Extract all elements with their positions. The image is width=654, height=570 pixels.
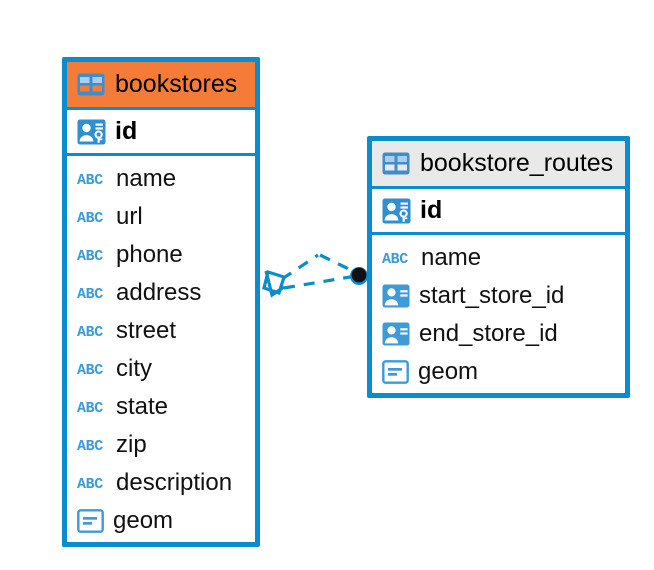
entity-table-bookstore-routes[interactable]: bookstore_routes id ABC name bbox=[367, 136, 630, 398]
relationship-line-upper-right bbox=[319, 253, 358, 275]
entity-header-bookstores[interactable]: bookstores bbox=[67, 62, 255, 110]
text-type-icon: ABC bbox=[77, 324, 104, 341]
table-icon bbox=[382, 152, 410, 175]
field-label: street bbox=[116, 317, 177, 344]
field-label: end_store_id bbox=[419, 320, 558, 347]
text-type-icon: ABC bbox=[77, 476, 104, 493]
field-row[interactable]: geom bbox=[67, 502, 255, 540]
entity-header-bookstore-routes[interactable]: bookstore_routes bbox=[372, 141, 625, 189]
text-type-icon: ABC bbox=[77, 400, 104, 417]
field-row[interactable]: ABC url bbox=[67, 198, 255, 236]
text-type-icon: ABC bbox=[77, 248, 104, 265]
field-row[interactable]: ABC name bbox=[372, 239, 625, 277]
field-label: zip bbox=[116, 431, 147, 458]
entity-name-label: bookstore_routes bbox=[420, 149, 614, 177]
field-row[interactable]: ABC name bbox=[67, 160, 255, 198]
filled-dot-marker bbox=[350, 267, 368, 285]
primary-key-row-bookstore-routes[interactable]: id bbox=[372, 189, 625, 235]
field-label: description bbox=[116, 469, 233, 496]
field-row[interactable]: ABC description bbox=[67, 464, 255, 502]
field-row[interactable]: ABC state bbox=[67, 388, 255, 426]
svg-text:ABC: ABC bbox=[77, 324, 103, 341]
foreign-key-icon bbox=[382, 322, 410, 346]
svg-text:ABC: ABC bbox=[77, 362, 103, 379]
foreign-key-icon bbox=[382, 284, 410, 308]
field-row[interactable]: ABC city bbox=[67, 350, 255, 388]
text-type-icon: ABC bbox=[382, 251, 409, 268]
primary-key-label: id bbox=[420, 196, 443, 224]
table-icon bbox=[77, 73, 105, 96]
field-row[interactable]: ABC address bbox=[67, 274, 255, 312]
primary-key-icon bbox=[77, 119, 106, 144]
relationship-line-lower bbox=[283, 274, 357, 290]
relationship-line-upper-left bbox=[281, 253, 319, 281]
svg-text:ABC: ABC bbox=[382, 251, 408, 268]
svg-text:ABC: ABC bbox=[77, 248, 103, 265]
svg-text:ABC: ABC bbox=[77, 286, 103, 303]
svg-text:ABC: ABC bbox=[77, 172, 103, 189]
relationship-line-group bbox=[281, 253, 358, 290]
field-label: state bbox=[116, 393, 169, 420]
text-type-icon: ABC bbox=[77, 210, 104, 227]
field-row[interactable]: start_store_id bbox=[372, 277, 625, 315]
field-label: phone bbox=[116, 241, 183, 268]
field-list-bookstore-routes: ABC name start_store_id bbox=[372, 235, 625, 393]
primary-key-row-bookstores[interactable]: id bbox=[67, 110, 255, 156]
text-type-icon: ABC bbox=[77, 438, 104, 455]
text-type-icon: ABC bbox=[77, 362, 104, 379]
primary-key-label: id bbox=[115, 117, 138, 145]
field-label: geom bbox=[418, 358, 479, 385]
entity-table-bookstores[interactable]: bookstores id ABC name bbox=[62, 57, 260, 547]
svg-text:ABC: ABC bbox=[77, 476, 103, 493]
field-list-bookstores: ABC name ABC url ABC phone ABC bbox=[67, 156, 255, 542]
field-row[interactable]: ABC phone bbox=[67, 236, 255, 274]
field-label: name bbox=[116, 165, 177, 192]
text-type-icon: ABC bbox=[77, 172, 104, 189]
geometry-type-icon bbox=[382, 360, 409, 384]
field-row[interactable]: end_store_id bbox=[372, 315, 625, 353]
svg-text:ABC: ABC bbox=[77, 210, 103, 227]
text-type-icon: ABC bbox=[77, 286, 104, 303]
entity-name-label: bookstores bbox=[115, 70, 238, 98]
field-label: city bbox=[116, 355, 152, 382]
field-label: url bbox=[116, 203, 143, 230]
field-label: name bbox=[421, 244, 482, 271]
field-row[interactable]: geom bbox=[372, 353, 625, 391]
field-row[interactable]: ABC zip bbox=[67, 426, 255, 464]
geometry-type-icon bbox=[77, 509, 104, 533]
field-label: geom bbox=[113, 507, 174, 534]
primary-key-icon bbox=[382, 198, 411, 223]
field-label: start_store_id bbox=[419, 282, 565, 309]
field-row[interactable]: ABC street bbox=[67, 312, 255, 350]
svg-text:ABC: ABC bbox=[77, 438, 103, 455]
field-label: address bbox=[116, 279, 202, 306]
crows-foot-marker bbox=[262, 269, 287, 298]
svg-text:ABC: ABC bbox=[77, 400, 103, 417]
